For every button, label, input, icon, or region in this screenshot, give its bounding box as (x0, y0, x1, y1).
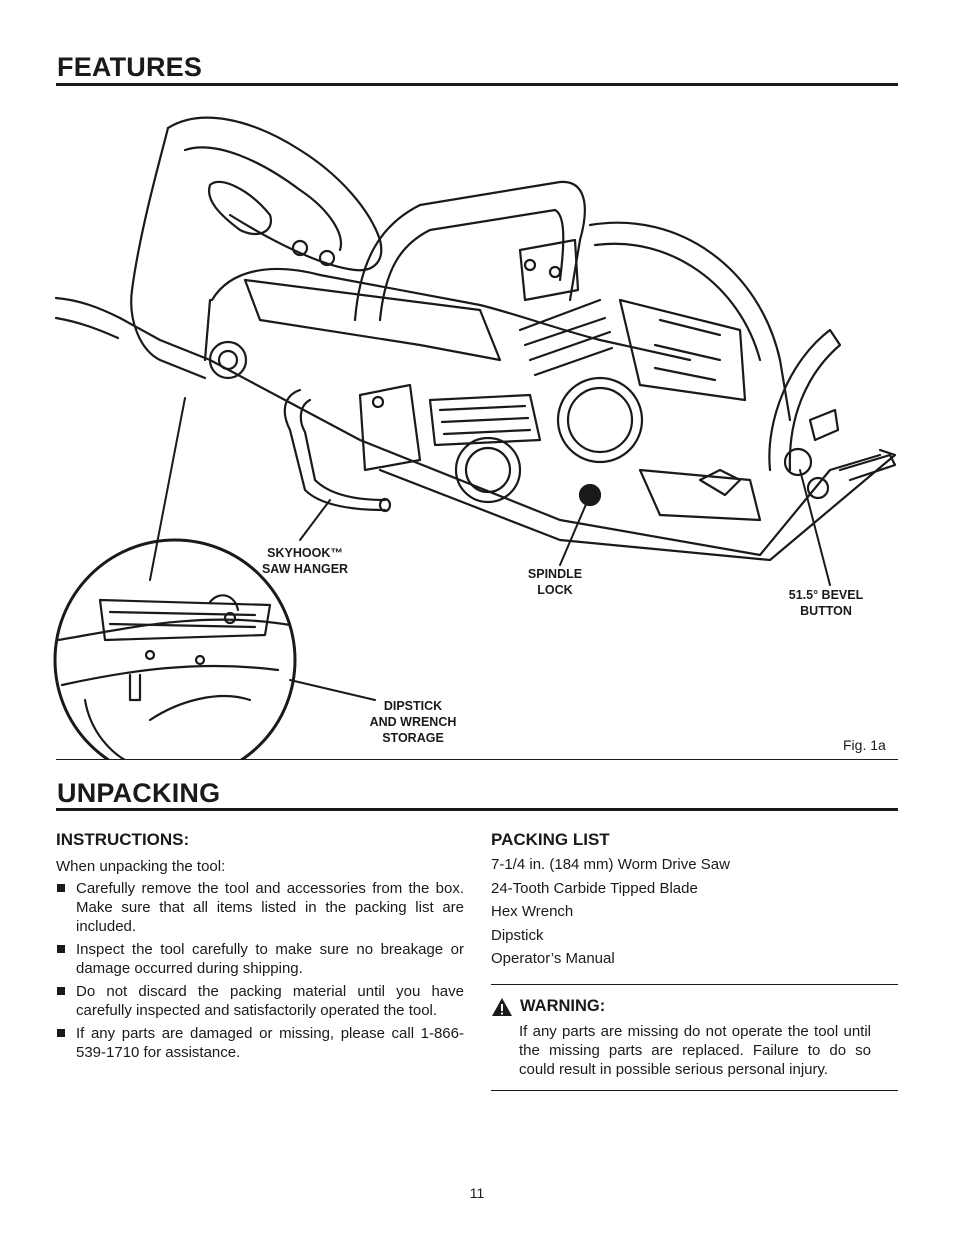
bullet-square-icon (57, 884, 65, 892)
warning-text: If any parts are missing do not operate … (519, 1023, 871, 1078)
figure-label: Fig. 1a (843, 737, 886, 753)
warning-top-rule (491, 984, 898, 985)
leader-skyhook (299, 499, 331, 541)
callout-bevel-button: 51.5° BEVEL BUTTON (788, 588, 864, 618)
bevel-quadrant (768, 328, 842, 472)
features-title: FEATURES (57, 52, 203, 82)
instructions-intro: When unpacking the tool: (56, 858, 226, 875)
dipstick-detail-inset (53, 538, 297, 760)
packing-list-item: Dipstick (491, 926, 544, 944)
packing-list-item: Hex Wrench (491, 903, 574, 920)
unpacking-title-rule (56, 808, 898, 811)
callout-dipstick-wrench-storage: DIPSTICK AND WRENCH STORAGE (369, 699, 457, 745)
motor-vents (518, 298, 614, 377)
callout-spindle-lock: SPINDLE LOCK (527, 567, 583, 597)
leader-dipstick (289, 679, 376, 701)
bullet-square-icon (57, 987, 65, 995)
skyhook-hanger (283, 388, 387, 512)
packing-list-item: 24-Tooth Carbide Tipped Blade (491, 879, 698, 897)
leader-zoom (149, 397, 186, 581)
leader-spindle (559, 494, 591, 566)
page-number: 11 (469, 1185, 485, 1201)
warning-bottom-rule (491, 1090, 898, 1091)
instruction-item: Carefully remove the tool and accessorie… (56, 879, 464, 936)
callout-skyhook-saw-hanger: SKYHOOK™ SAW HANGER (261, 546, 349, 576)
instruction-item: Inspect the tool carefully to make sure … (56, 940, 464, 978)
power-cord (54, 296, 122, 320)
rear-handle (130, 126, 207, 380)
bullet-square-icon (57, 1029, 65, 1037)
instructions-list: Carefully remove the tool and accessorie… (56, 879, 464, 1066)
bullet-square-icon (57, 945, 65, 953)
features-title-rule (56, 83, 898, 86)
worm-drive-saw-illustration (53, 116, 897, 760)
packing-list-heading: PACKING LIST (491, 830, 610, 849)
packing-list: 7-1/4 in. (184 mm) Worm Drive Saw 24-Too… (491, 855, 730, 973)
front-handle (353, 180, 586, 322)
figure-bottom-rule (56, 759, 898, 760)
warning-triangle-icon (492, 998, 512, 1016)
saw-shoe (378, 448, 897, 562)
warning-heading: WARNING: (520, 997, 606, 1015)
instruction-item: Do not discard the packing material unti… (56, 982, 464, 1020)
instructions-heading: INSTRUCTIONS: (56, 830, 190, 849)
motor-housing (118, 316, 882, 557)
packing-list-item: 7-1/4 in. (184 mm) Worm Drive Saw (491, 856, 730, 873)
unpacking-title: UNPACKING (57, 778, 221, 808)
packing-list-item: Operator’s Manual (491, 950, 615, 967)
leader-bevel (799, 469, 831, 586)
instruction-item: If any parts are damaged or missing, ple… (56, 1024, 464, 1062)
blade-guard (588, 221, 792, 422)
